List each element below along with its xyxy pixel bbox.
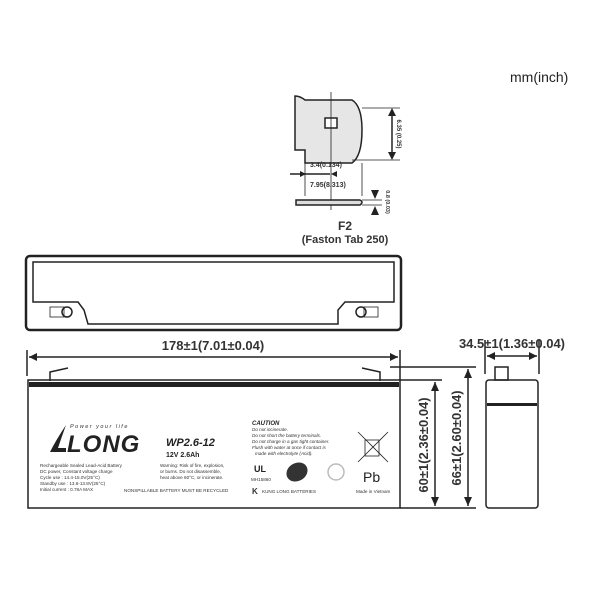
- width-dim-text: 34.5±1(1.36±0.04): [459, 336, 565, 351]
- ul-mark-icon: UL: [254, 464, 266, 474]
- nonspillable-seal-icon: [286, 462, 308, 482]
- svg-text:DC power, Constant voltage cha: DC power, Constant voltage charge: [40, 469, 113, 474]
- svg-text:or burns. Do not disassemble,: or burns. Do not disassemble,: [160, 469, 221, 474]
- svg-text:Rechargeable Sealed Lead-Acid: Rechargeable Sealed Lead-Acid Battery: [40, 463, 123, 468]
- origin: Made in Vietnam: [356, 489, 391, 494]
- svg-text:Do not short the battery termi: Do not short the battery terminals.: [252, 433, 321, 438]
- kung-long-logo-icon: K: [252, 487, 258, 496]
- length-dim-text: 178±1(7.01±0.04): [162, 338, 264, 353]
- svg-text:Initial current : 0.78A MAX: Initial current : 0.78A MAX: [40, 487, 93, 492]
- tab-length-dim: 7.95(8.313): [310, 182, 346, 189]
- hole-offset-dim: 3.4(0.134): [310, 162, 342, 169]
- svg-text:heat above 60°C, or incinerate: heat above 60°C, or incinerate.: [160, 475, 223, 480]
- height-total-dim-text: 66±1(2.60±0.04): [449, 390, 464, 485]
- rating: 12V 2.6Ah: [166, 452, 199, 459]
- terminal-name: F2: [338, 219, 352, 233]
- spec-lines: Rechargeable Sealed Lead-Acid Battery DC…: [40, 463, 123, 492]
- terminal-type: (Faston Tab 250): [302, 234, 389, 246]
- svg-text:made with electrolyte (Acid).: made with electrolyte (Acid).: [255, 451, 313, 456]
- top-view: [24, 254, 403, 332]
- recycle-note: NONSPILLABLE BATTERY MUST BE RECYCLED: [124, 488, 229, 493]
- length-dimension: 178±1(7.01±0.04): [26, 338, 401, 380]
- height-container-dim-text: 60±1(2.36±0.04): [416, 397, 431, 492]
- tab-width-dim: 6.35 (0.25): [395, 119, 401, 148]
- crossed-bin-icon: [357, 431, 389, 463]
- pb-mark: Pb: [363, 469, 380, 485]
- caution-title: CAUTION: [252, 421, 280, 427]
- units-label: mm(inch): [510, 69, 568, 85]
- thickness-dim: 0.8 (0.03): [384, 190, 390, 214]
- ul-code: MH15860: [251, 477, 271, 482]
- height-dimensions: 60±1(2.36±0.04) 66±1(2.60±0.04): [390, 366, 476, 509]
- maker: KUNG LONG BATTERIES: [262, 489, 316, 494]
- warning-lines: Warning: Risk of fire, explosion, or bur…: [160, 463, 224, 480]
- svg-text:Cycle use : 14.4-15.0V(25°C): Cycle use : 14.4-15.0V(25°C): [40, 475, 100, 480]
- caution-lines: Do not incinerate. Do not short the batt…: [252, 427, 329, 456]
- svg-text:Flush with water at once if co: Flush with water at once if contact is: [252, 445, 326, 450]
- front-view: LONG Power your life WP2.6-12 12V 2.6Ah …: [27, 367, 401, 509]
- long-logo-mark: [50, 425, 66, 452]
- svg-text:Warning: Risk of fire, explosi: Warning: Risk of fire, explosion,: [160, 463, 224, 468]
- side-view: 34.5±1(1.36±0.04): [459, 336, 565, 509]
- brand-logo: LONG: [67, 431, 140, 458]
- model-number: WP2.6-12: [166, 437, 215, 449]
- svg-text:Do not incinerate.: Do not incinerate.: [252, 427, 288, 432]
- slogan: Power your life: [70, 424, 129, 430]
- svg-text:Do not charge in a gas tight c: Do not charge in a gas tight container.: [252, 439, 329, 444]
- terminal-detail: 6.35 (0.25) 3.4(0.134) 7.95(8.313) 0.8 (…: [290, 92, 401, 246]
- svg-text:Standby use : 13.6-13.8V(25°C): Standby use : 13.6-13.8V(25°C): [40, 481, 106, 486]
- recycle-icon: [327, 463, 345, 481]
